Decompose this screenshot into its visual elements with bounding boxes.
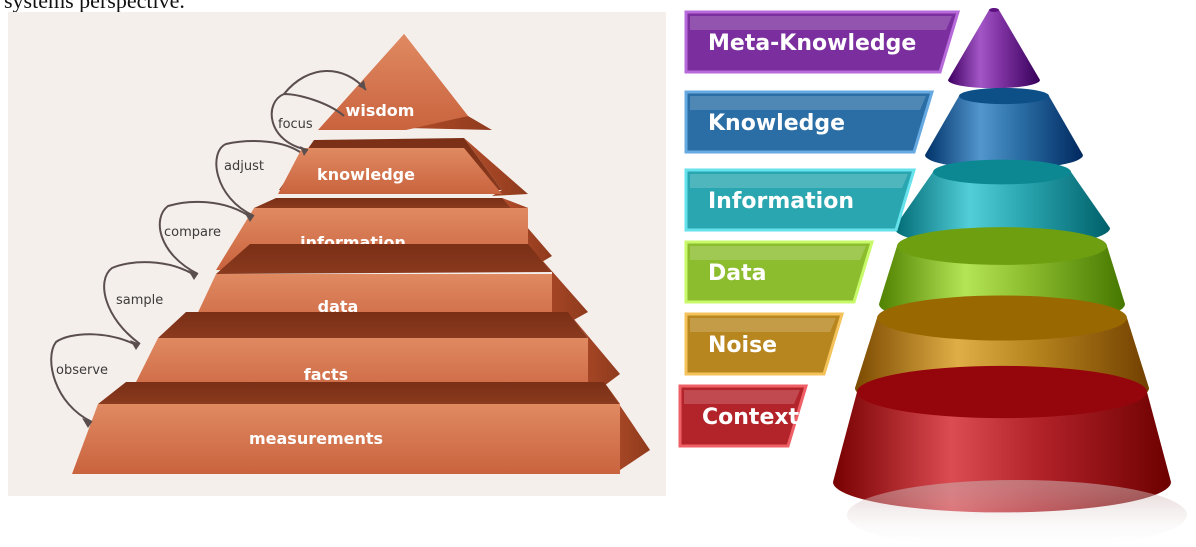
hierarchy-label: Knowledge — [708, 111, 845, 136]
label-tab-highlight — [690, 174, 908, 188]
label-tab — [678, 384, 809, 448]
knowledge-hierarchy-svg: Meta-KnowledgeKnowledgeInformationDataNo… — [678, 8, 1187, 547]
label-tab-highlight — [690, 318, 836, 332]
step-observe: observe — [50, 333, 139, 428]
loop-arrow-focus — [270, 92, 345, 151]
label-tab-highlight — [690, 246, 866, 260]
hierarchy-label: Context — [702, 405, 800, 430]
tier-measurements: measurements — [72, 382, 650, 474]
dikw-pyramid-diagram: wisdom knowledge information data — [8, 12, 666, 496]
hierarchy-label: Information — [708, 189, 854, 214]
dikw-pyramid-svg: wisdom knowledge information data — [50, 34, 650, 474]
header-text-fragment: systems perspective. — [4, 0, 684, 12]
step-label-adjust: adjust — [224, 159, 264, 174]
loop-arrow-adjust — [215, 140, 301, 217]
cone-band-top — [989, 8, 999, 12]
label-tab-highlight — [690, 16, 952, 30]
cone-band — [894, 172, 1110, 248]
tier-wisdom: wisdom — [318, 34, 492, 130]
tier-label-data: data — [318, 297, 359, 316]
hierarchy-label: Data — [708, 261, 766, 286]
tier-label-wisdom: wisdom — [346, 101, 415, 120]
hierarchy-label: Meta-Knowledge — [708, 31, 916, 56]
label-tab-highlight — [690, 96, 926, 110]
label-tab-highlight — [684, 390, 800, 404]
cone-shadow — [847, 480, 1187, 547]
label-tab — [684, 312, 845, 376]
cone-band-top — [897, 227, 1107, 265]
hierarchy-tier-meta-knowledge: Meta-Knowledge — [684, 8, 1040, 89]
loop-arrow-sample — [103, 261, 197, 345]
step-label-sample: sample — [116, 293, 163, 308]
tier-knowledge: knowledge — [278, 138, 528, 196]
tier-label-measurements: measurements — [249, 429, 383, 448]
cone-band — [948, 10, 1040, 89]
cone-band — [833, 392, 1171, 513]
tier-label-facts: facts — [304, 365, 348, 384]
step-label-observe: observe — [56, 363, 108, 378]
label-tab — [684, 240, 875, 304]
hierarchy-label: Noise — [708, 333, 777, 358]
tier-label-knowledge: knowledge — [317, 165, 415, 184]
step-label-focus: focus — [278, 117, 313, 132]
label-tab — [684, 168, 917, 232]
step-label-compare: compare — [164, 225, 221, 240]
loop-arrow-compare — [158, 200, 253, 275]
label-tab — [684, 10, 961, 74]
step-adjust: adjust — [215, 140, 301, 222]
step-focus: focus — [270, 70, 367, 156]
label-tab — [684, 90, 935, 154]
cone-band-top — [877, 295, 1127, 341]
hierarchy-tier-knowledge: Knowledge — [684, 87, 1083, 170]
loop-arrow-observe — [50, 333, 139, 423]
cone-band-top — [857, 365, 1147, 419]
cone-band — [925, 96, 1083, 170]
hierarchy-tier-information: Information — [684, 159, 1110, 248]
cone-band-top — [959, 87, 1049, 105]
cone-band-top — [933, 159, 1071, 185]
hierarchy-tier-context: Context — [678, 365, 1171, 513]
